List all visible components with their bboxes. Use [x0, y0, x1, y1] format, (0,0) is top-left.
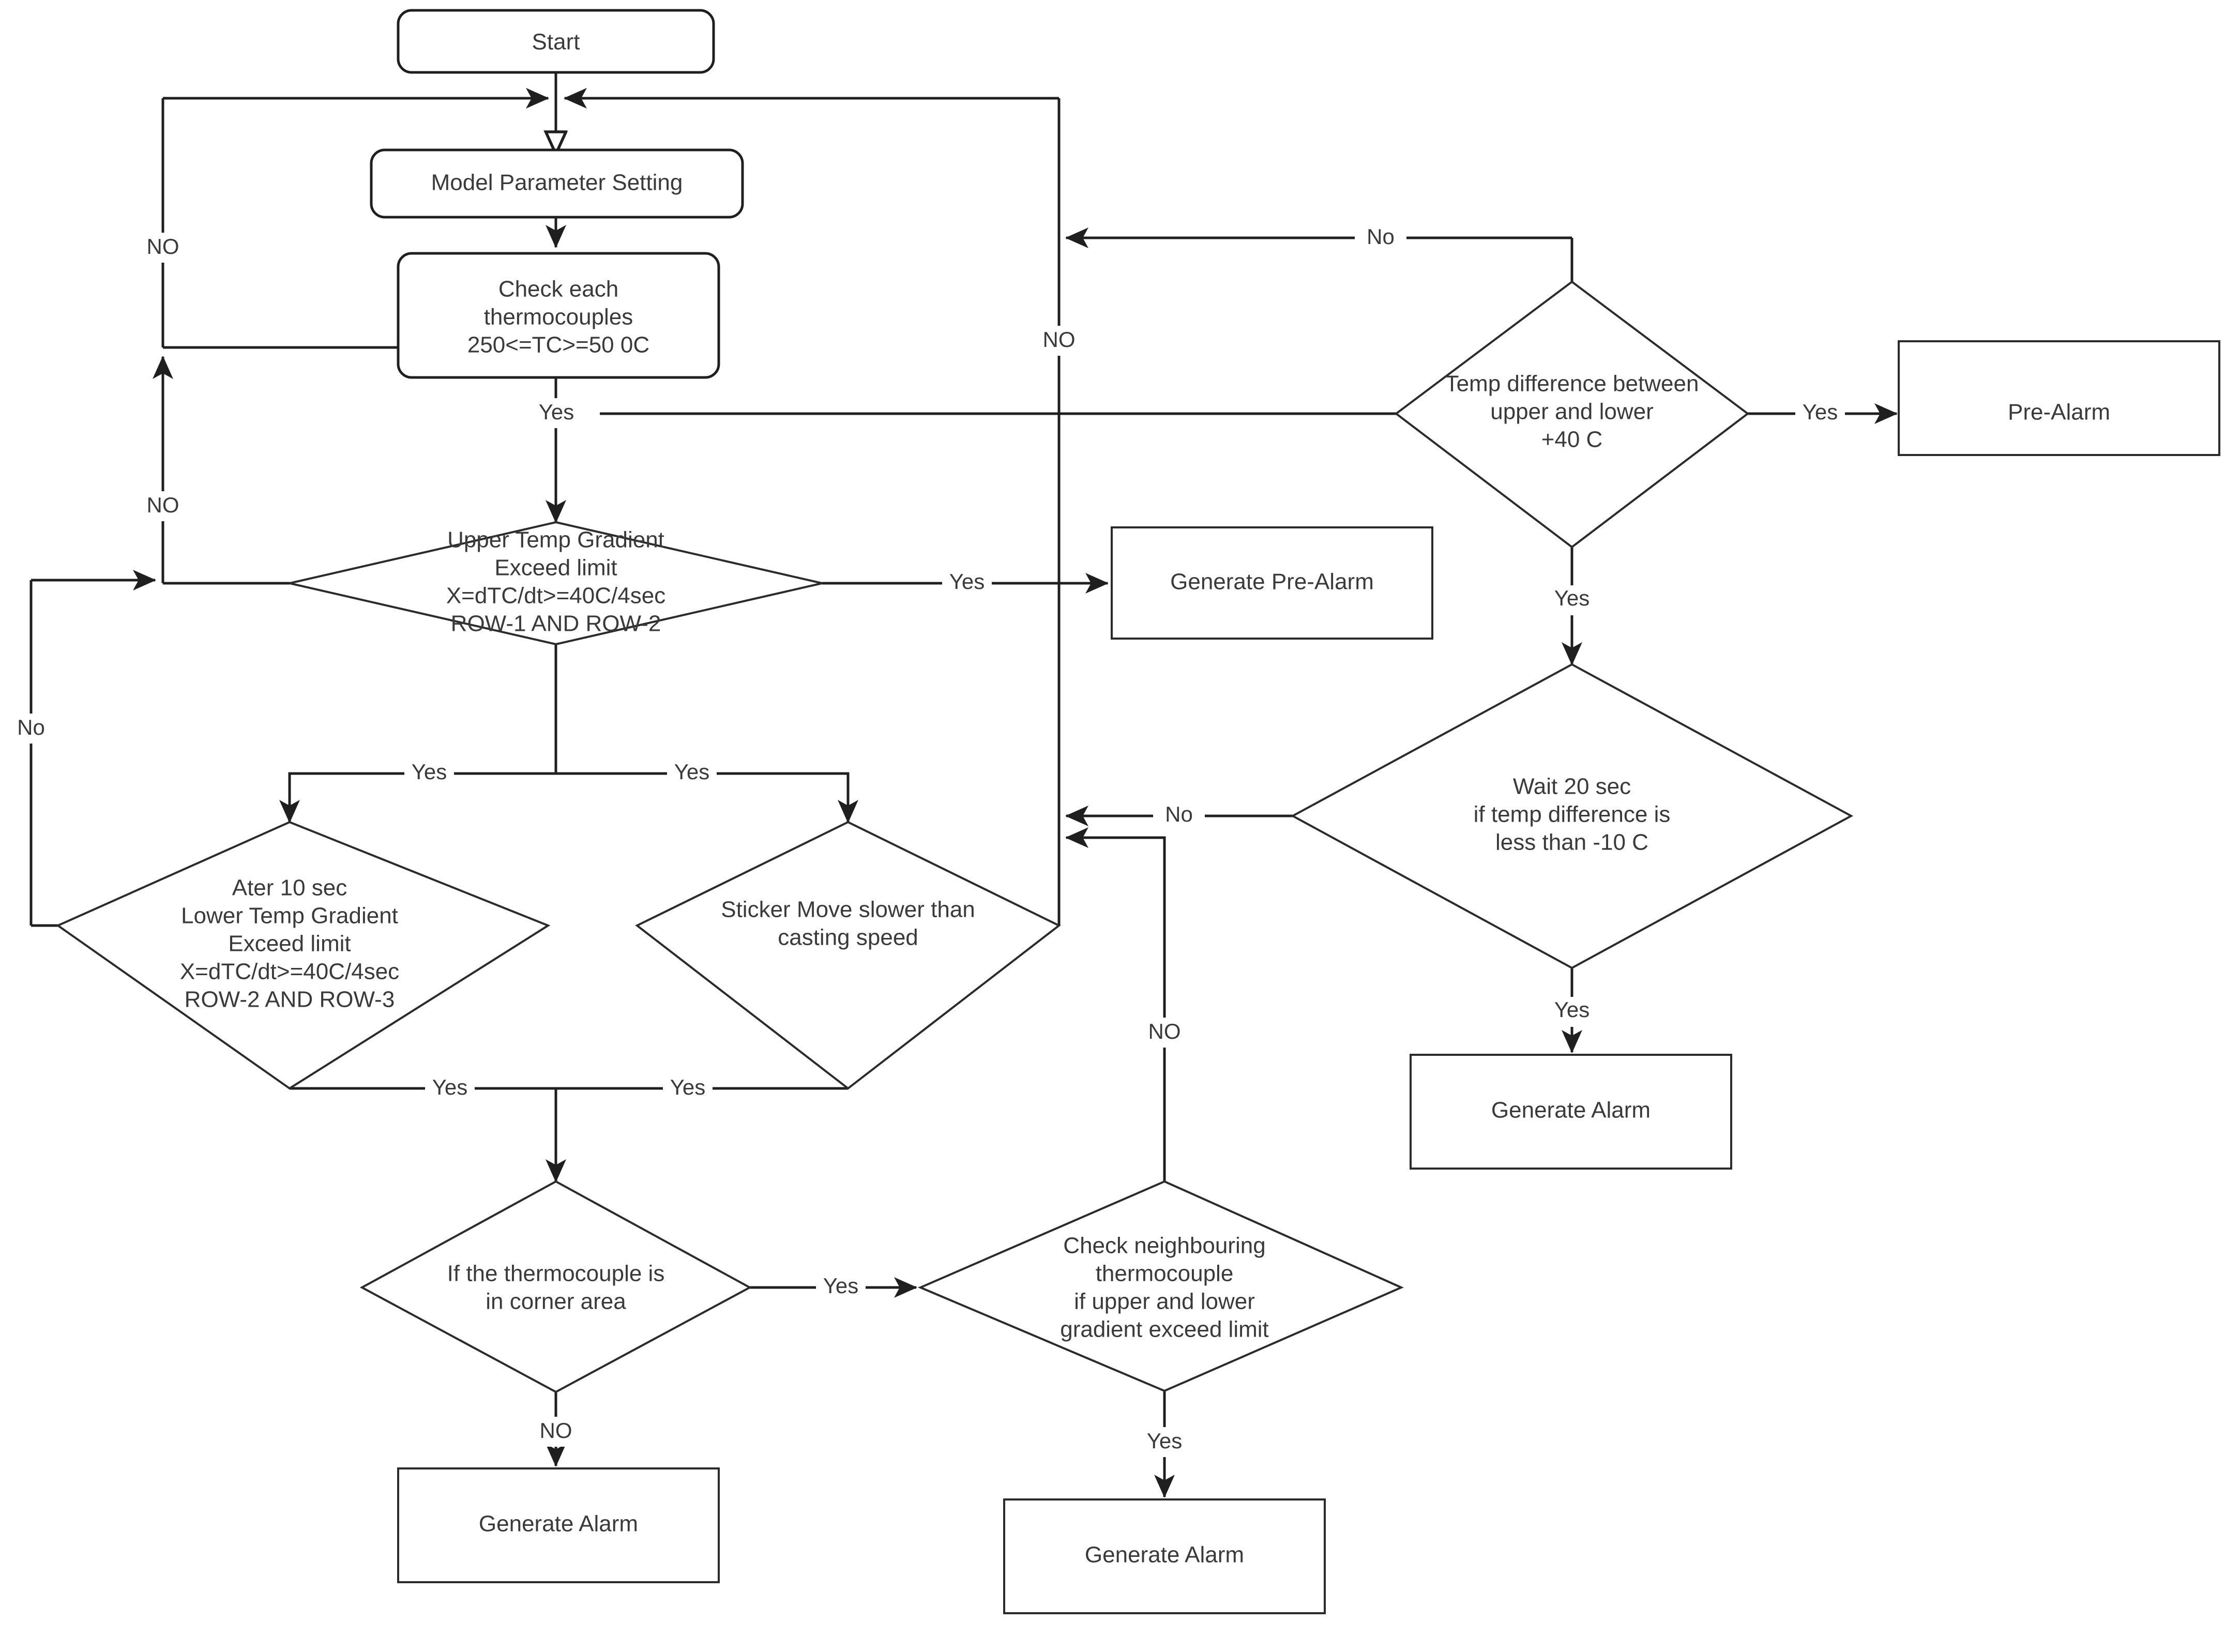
- edge-label-yes-upper-left-branch: Yes: [412, 760, 447, 784]
- node-check-neigh-line4: gradient exceed limit: [1060, 1317, 1269, 1342]
- edge-label-yes-wait-down: Yes: [1554, 997, 1590, 1022]
- node-upper-temp-gradient[interactable]: [289, 521, 823, 646]
- node-pre-alarm-label: Pre-Alarm: [2008, 400, 2110, 425]
- edge-label-bg-no-check-neigh: [1139, 1018, 1190, 1048]
- node-check-tc-line1: Check each: [498, 277, 618, 302]
- edge-label-no-wait: No: [1165, 802, 1193, 826]
- node-lower-grad-line4: X=dTC/dt>=40C/4sec: [180, 959, 399, 984]
- edge-label-yes-temp-diff: Yes: [1803, 400, 1838, 424]
- edge-label-yes-upper-right: Yes: [949, 569, 985, 594]
- node-wait-line1: Wait 20 sec: [1513, 774, 1631, 799]
- node-check-neigh-line3: if upper and lower: [1074, 1289, 1255, 1314]
- edge-label-bg-yes-check-tc: [532, 398, 581, 428]
- edge-label-bg-no-top-left: [137, 233, 189, 263]
- edge-label-yes-upper-right-branch: Yes: [674, 760, 710, 784]
- node-generate-alarm-left-label: Generate Alarm: [479, 1511, 638, 1537]
- node-corner-line2: in corner area: [486, 1289, 626, 1314]
- edge-label-yes-sticker-left: Yes: [670, 1075, 706, 1099]
- edge-label-no-check-neigh: NO: [1148, 1019, 1181, 1043]
- edge-label-yes-lower-left: Yes: [432, 1075, 468, 1099]
- edge-label-bg-no-corner: [530, 1417, 582, 1447]
- node-check-tc-line2: thermocouples: [484, 305, 633, 330]
- node-lower-temp-gradient[interactable]: [55, 821, 551, 1090]
- node-generate-alarm-right-label: Generate Alarm: [1491, 1098, 1651, 1123]
- node-start-label: Start: [532, 29, 580, 55]
- edge-label-bg-no-center: [1033, 326, 1085, 356]
- edge-label-yes-temp-diff-down: Yes: [1554, 586, 1590, 610]
- node-temp-difference[interactable]: [1394, 280, 1750, 549]
- node-check-neigh-line1: Check neighbouring: [1063, 1233, 1265, 1259]
- node-check-tc-line3: 250<=TC>=50 0C: [467, 332, 649, 358]
- edge-label-no-corner: NO: [540, 1418, 572, 1443]
- edge-label-bg-yes-upper-left-branch: [404, 759, 454, 789]
- node-check-neigh-line2: thermocouple: [1096, 1261, 1234, 1286]
- edge-label-bg-yes-upper-right: [942, 569, 992, 599]
- edge-label-bg-no-far-left: [7, 714, 55, 744]
- node-temp-diff-line3: +40 C: [1541, 427, 1603, 452]
- edge-label-no-far-left: No: [17, 715, 45, 739]
- node-lower-grad-line3: Exceed limit: [228, 931, 351, 957]
- node-wait-line3: less than -10 C: [1495, 830, 1648, 855]
- node-sticker-move[interactable]: [635, 821, 1061, 1090]
- node-generate-pre-alarm[interactable]: [1111, 526, 1433, 640]
- edge-label-bg-yes-upper-right-branch: [667, 759, 717, 789]
- node-upper-grad-line4: ROW-1 AND ROW-2: [451, 611, 661, 636]
- edge-label-yes-neigh-down: Yes: [1147, 1429, 1183, 1453]
- edge-label-yes-check-tc: Yes: [539, 400, 574, 424]
- node-generate-alarm-left[interactable]: [397, 1467, 720, 1583]
- node-corner-line1: If the thermocouple is: [447, 1261, 665, 1286]
- edge-label-bg-yes-temp-diff: [1795, 399, 1845, 429]
- node-generate-alarm-right[interactable]: [1410, 1054, 1732, 1170]
- edge-label-bg-no-wait: [1153, 801, 1205, 831]
- node-lower-grad-line1: Ater 10 sec: [232, 875, 347, 901]
- node-model-parameter-setting[interactable]: [370, 148, 744, 219]
- edge-check-neigh-no-to-center-rail: [1065, 827, 1166, 1181]
- edge-label-no-top-left: NO: [147, 234, 179, 259]
- node-upper-grad-line1: Upper Temp Gradient: [447, 527, 664, 553]
- node-generate-alarm-bottom-label: Generate Alarm: [1085, 1542, 1244, 1568]
- edge-label-bg-no-top-right: [1355, 223, 1406, 253]
- edge-label-bg-yes-temp-diff-down: [1547, 585, 1597, 615]
- edge-label-bg-no-mid-left: [137, 491, 189, 521]
- node-pre-alarm[interactable]: [1898, 340, 2220, 456]
- edge-label-bg-yes-corner-right: [816, 1273, 866, 1303]
- node-upper-grad-line3: X=dTC/dt>=40C/4sec: [446, 583, 665, 609]
- node-lower-grad-line5: ROW-2 AND ROW-3: [185, 987, 395, 1012]
- edge-label-bg-yes-lower-left: [425, 1074, 475, 1104]
- node-check-neighbouring[interactable]: [917, 1180, 1404, 1392]
- node-generate-pre-alarm-label: Generate Pre-Alarm: [1170, 569, 1374, 595]
- edge-label-no-center: NO: [1043, 327, 1076, 352]
- edge-label-no-top-right: No: [1367, 224, 1395, 249]
- node-wait-line2: if temp difference is: [1474, 802, 1671, 827]
- edge-label-bg-yes-neigh-down: [1140, 1427, 1189, 1457]
- node-start[interactable]: [397, 9, 715, 74]
- node-upper-grad-line2: Exceed limit: [494, 555, 617, 581]
- node-lower-grad-line2: Lower Temp Gradient: [181, 903, 398, 929]
- edge-label-yes-corner-right: Yes: [823, 1274, 859, 1298]
- edge-label-no-mid-left: NO: [147, 493, 179, 517]
- edge-label-bg-yes-wait-down: [1547, 997, 1597, 1027]
- node-sticker-line2: casting speed: [778, 925, 918, 950]
- node-sticker-line1: Sticker Move slower than: [721, 897, 975, 922]
- edge-upper-grad-yes-left-branch: [279, 772, 556, 823]
- node-corner-area[interactable]: [359, 1180, 752, 1393]
- node-check-each-thermocouples[interactable]: [397, 252, 720, 379]
- edge-upper-grad-yes-right-branch: [556, 772, 858, 823]
- node-wait-20-sec[interactable]: [1290, 663, 1854, 969]
- node-generate-alarm-bottom[interactable]: [1003, 1498, 1326, 1614]
- node-model-param-label: Model Parameter Setting: [431, 170, 683, 195]
- node-temp-diff-line1: Temp difference between: [1445, 371, 1699, 397]
- node-temp-diff-line2: upper and lower: [1490, 399, 1654, 425]
- edge-label-bg-yes-sticker-left: [663, 1074, 713, 1104]
